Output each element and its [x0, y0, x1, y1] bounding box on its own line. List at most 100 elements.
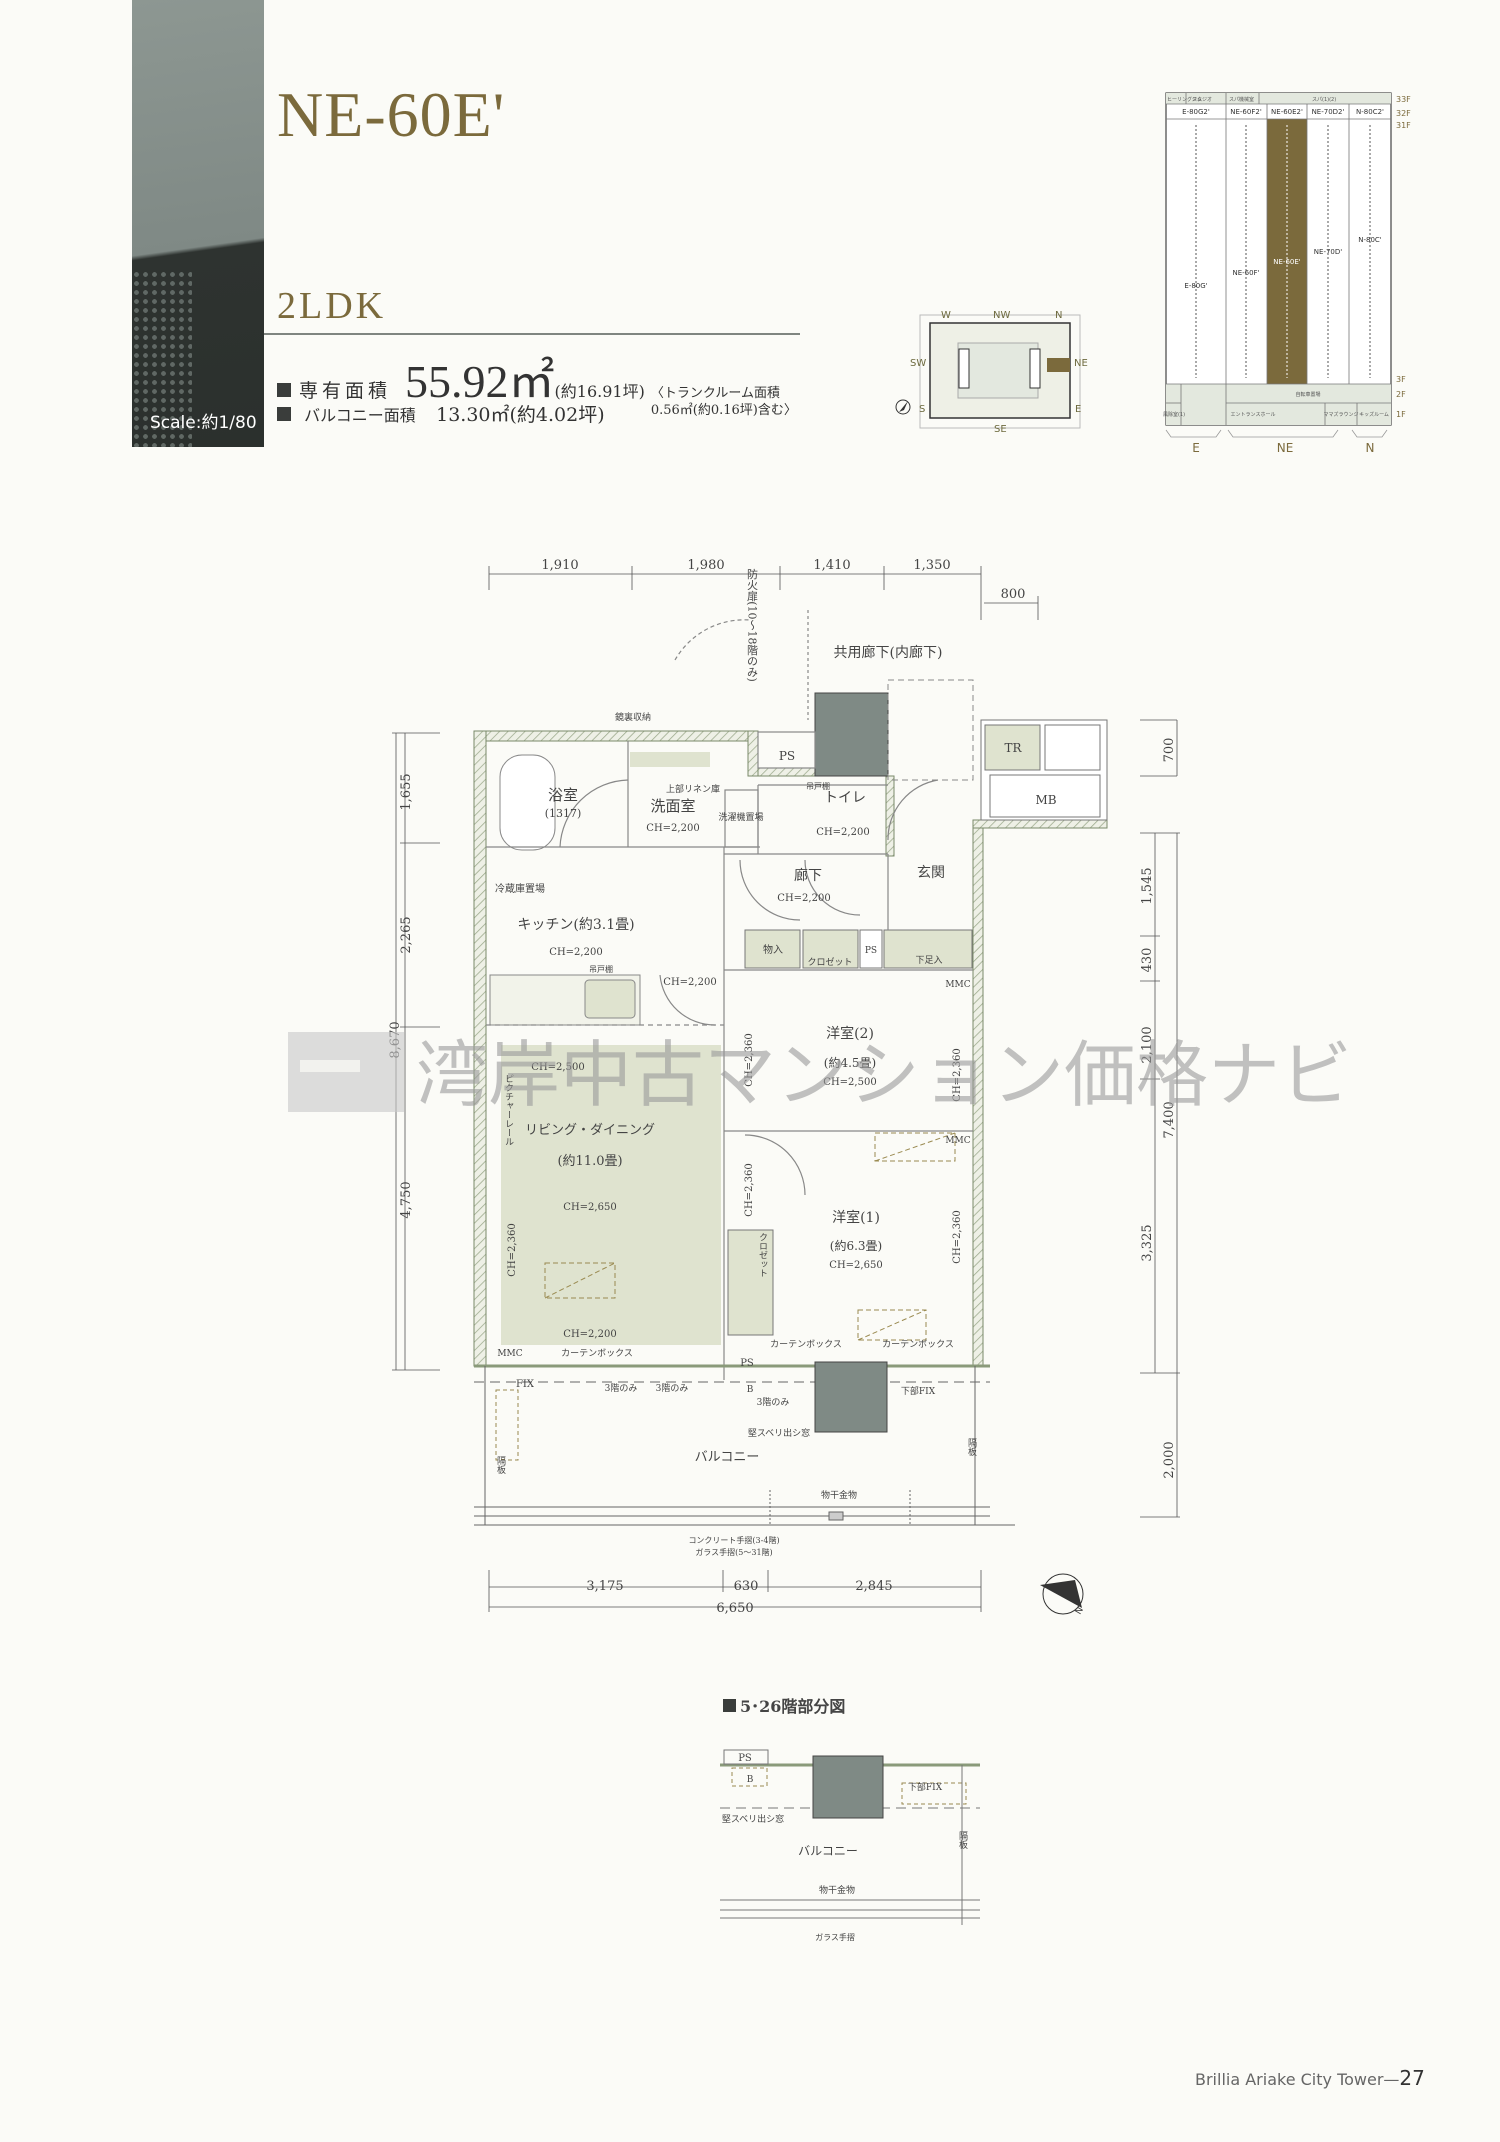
closet-box — [802, 929, 859, 969]
washroom-ch: CH=2,200 — [646, 823, 699, 834]
square-bullet-icon — [723, 1699, 736, 1712]
dim-bottom: 2,845 — [855, 1579, 892, 1594]
washer-label: 洗濯機置場 — [718, 811, 763, 823]
dim-bottom: 3,175 — [586, 1579, 623, 1594]
key-plan-core — [957, 342, 1039, 399]
kitchen-label: キッチン(約3.1畳) — [517, 917, 634, 933]
key-plan-elevator — [1029, 348, 1041, 389]
trunk-room-line2: 0.56㎡(約0.16坪)含む〉 — [650, 403, 797, 418]
group-e: E — [1192, 441, 1200, 455]
ps-label: PS — [779, 749, 795, 763]
stack-1f-cell: エントランスホール — [1231, 412, 1276, 418]
compass-icon — [895, 399, 911, 415]
dim-right-total: 7,400 — [1162, 1101, 1177, 1138]
shaft — [814, 692, 889, 777]
linen-label: 上部リネン庫 — [666, 783, 720, 795]
dim-balcony: 2,000 — [1162, 1441, 1177, 1478]
floor-label: 31F — [1396, 121, 1411, 130]
room1-size: (約6.3畳) — [830, 1238, 882, 1253]
dir-ne: NE — [1074, 358, 1088, 369]
walls — [473, 730, 1108, 1367]
stack-top-cell: スパ(1)(2) — [1312, 97, 1336, 103]
header-band: Scale:約1/80 — [132, 0, 264, 447]
dim-bottom: 630 — [734, 1579, 759, 1594]
balcony-pillar — [814, 1361, 888, 1433]
dim-right: 2,100 — [1140, 1026, 1155, 1063]
exclusive-area-value: 55.92㎡ — [405, 356, 555, 407]
washroom-label: 洗面室 — [650, 797, 695, 815]
shoe-box — [883, 929, 973, 969]
stack-top-cell: ジム — [1192, 97, 1202, 103]
stack-highlight-column — [1267, 119, 1307, 384]
lower-fix-label: 下部FIX — [901, 1385, 936, 1397]
unit-name: NE-60E' — [277, 79, 506, 150]
laundry-hardware-mark — [828, 1511, 844, 1521]
dir-sw: SW — [910, 358, 926, 369]
floor-plan: 1,910 1,980 1,410 1,350 800 1,655 2,265 … — [388, 558, 1180, 1617]
kitchen-ch: CH=2,200 — [549, 947, 602, 958]
corridor-label: 共用廊下(内廊下) — [834, 644, 943, 661]
dir-e: E — [1075, 404, 1081, 415]
group-ne: NE — [1277, 441, 1294, 455]
curtain-box-label: カーテンボックス — [770, 1339, 842, 1350]
footer-brand: Brillia Ariake City Tower — [1195, 2070, 1384, 2089]
dir-n: N — [1055, 310, 1062, 321]
layout-type: 2LDK — [277, 285, 387, 327]
partial-plan-heading: 5･26階部分図 — [740, 1697, 845, 1716]
dim-left: 4,750 — [399, 1181, 414, 1218]
tr-label: TR — [1004, 741, 1022, 755]
partial-ps-label: PS — [738, 1753, 752, 1764]
ld-size: (約11.0畳) — [557, 1154, 622, 1169]
picture-rail-label: ピクチャーレール — [503, 1074, 514, 1146]
dir-s: S — [919, 404, 925, 415]
ch-wall: CH=2,360 — [744, 1033, 755, 1086]
partial-railing-label: ガラス手摺 — [815, 1932, 855, 1942]
mmc-label: MMC — [945, 1136, 970, 1146]
third-floor-only: 3階のみ — [656, 1383, 689, 1394]
third-floor-only: 3階のみ — [757, 1397, 790, 1408]
group-n: N — [1366, 441, 1375, 455]
storage — [744, 929, 801, 969]
ch-wall: CH=2,360 — [952, 1048, 963, 1101]
balcony-area-label: バルコニー面積 — [304, 406, 416, 425]
ld-ch: CH=2,650 — [563, 1202, 616, 1213]
stack-unit-32f: NE-60E2' — [1271, 108, 1303, 116]
mmc-label: MMC — [497, 1349, 522, 1359]
stack-unit-32f: NE-60F2' — [1230, 108, 1262, 116]
partial-pillar — [812, 1755, 884, 1819]
kitchen-hanging-shelf: 吊戸棚 — [589, 964, 613, 974]
laundry-hardware-label: 物干金物 — [821, 1489, 857, 1501]
dim-top: 1,410 — [813, 558, 850, 573]
hanging-shelf-label: 吊戸棚 — [806, 781, 830, 791]
room1-closet-label: クロゼット — [757, 1232, 768, 1277]
partial-laundry-label: 物干金物 — [819, 1884, 855, 1896]
fire-door-label: 防火扉(10〜18階のみ) — [746, 567, 759, 682]
floor-label: 33F — [1396, 95, 1411, 104]
stack-unit: N-80C' — [1358, 236, 1382, 244]
exclusive-area-label: 専有面積 — [299, 380, 392, 402]
key-plan-unit-highlight — [1047, 358, 1070, 372]
scale-label: Scale:約1/80 — [150, 413, 257, 433]
dir-w: W — [941, 310, 951, 321]
ld-floor — [501, 1045, 721, 1345]
balcony-ps-label: PS — [740, 1358, 754, 1369]
fix-label: FIX — [516, 1379, 535, 1390]
room1-closet — [727, 1229, 774, 1336]
trunk-room-2 — [1044, 724, 1101, 771]
hallway-label: 廊下 — [794, 867, 822, 884]
closet-label: クロゼット — [807, 956, 852, 968]
stack-unit-32f: E-80G2' — [1182, 108, 1210, 116]
dim-right: 700 — [1162, 738, 1177, 763]
trunk-room-note: 〈トランクルーム面積 0.56㎡(約0.16坪)含む〉 — [651, 385, 797, 419]
dim-top: 1,910 — [541, 558, 578, 573]
sink — [584, 979, 636, 1019]
third-floor-only: 3階のみ — [605, 1383, 638, 1394]
mmc-label: MMC — [945, 980, 970, 990]
dir-nw: NW — [993, 310, 1010, 321]
vanity-counter — [630, 752, 710, 767]
dim-bottom-total: 6,650 — [716, 1601, 753, 1616]
dim-right: 430 — [1140, 948, 1155, 973]
mirror-storage-label: 鏡裏収納 — [615, 711, 651, 723]
bottom-dimensions — [488, 1570, 982, 1612]
right-dimensions — [1140, 719, 1180, 1518]
